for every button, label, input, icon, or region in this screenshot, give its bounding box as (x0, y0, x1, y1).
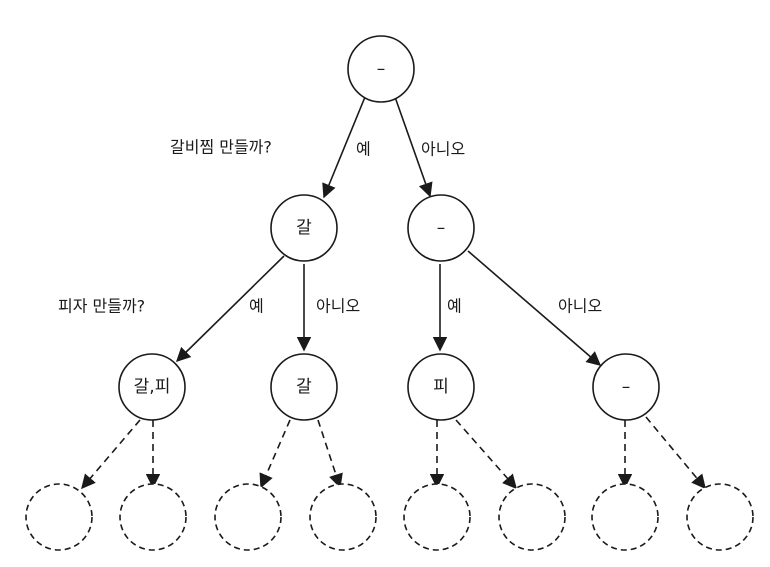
decision-nodes: – 갈 – 갈,피 갈 피 – (118, 35, 660, 421)
leaf-node-8 (686, 483, 754, 551)
dashed-edges (81, 416, 706, 490)
edge-l2-2-to-leaf-3 (259, 419, 291, 489)
node-level2-4: – (592, 353, 660, 421)
node-level2-2: 갈 (270, 353, 338, 421)
edge-labels: 예 아니오 예 아니오 예 아니오 (249, 140, 602, 316)
question-2-label: 피자 만들까? (58, 297, 145, 316)
leaf-nodes (25, 483, 754, 551)
leaf-node-3 (214, 483, 282, 551)
edge-root-to-l1-right (394, 96, 433, 198)
edge-l2-1-to-leaf-1 (81, 419, 141, 490)
node-level2-1-label: 갈,피 (134, 377, 171, 397)
leaf-node-7 (591, 483, 659, 551)
edge-l2-2-to-leaf-4 (317, 419, 343, 489)
node-root: – (347, 35, 415, 103)
node-level1-right-label: – (437, 218, 446, 238)
node-root-label: – (377, 59, 386, 79)
node-level2-1: 갈,피 (118, 353, 186, 421)
edge-label-l1-right-yes: 예 (447, 297, 462, 316)
edge-label-root-yes: 예 (356, 140, 371, 159)
edge-l2-3-to-leaf-6 (455, 419, 517, 490)
question-labels: 갈비찜 만들까? 피자 만들까? (58, 138, 272, 316)
node-level1-left-label: 갈 (296, 218, 312, 238)
edge-l2-4-to-leaf-8 (645, 416, 706, 490)
leaf-node-6 (498, 483, 566, 551)
node-level2-2-label: 갈 (296, 377, 312, 397)
leaf-node-1 (25, 483, 93, 551)
edge-root-to-l1-left (322, 96, 366, 199)
edge-label-l1-right-no: 아니오 (558, 297, 602, 316)
node-level1-right: – (407, 194, 475, 262)
edge-l1-right-to-l2-4 (467, 250, 602, 366)
leaf-node-4 (309, 483, 377, 551)
node-level2-3-label: 피 (433, 377, 449, 397)
solid-edges (175, 96, 602, 366)
edge-label-root-no: 아니오 (421, 140, 465, 159)
leaf-node-5 (403, 483, 471, 551)
edge-l1-left-to-l2-1 (175, 255, 285, 363)
node-level2-4-label: – (622, 377, 631, 397)
edge-label-l1-left-yes: 예 (249, 297, 264, 316)
leaf-node-2 (119, 483, 187, 551)
edge-label-l1-left-no: 아니오 (316, 297, 360, 316)
node-level2-3: 피 (407, 353, 475, 421)
node-level1-left: 갈 (270, 194, 338, 262)
question-1-label: 갈비찜 만들까? (170, 138, 272, 157)
